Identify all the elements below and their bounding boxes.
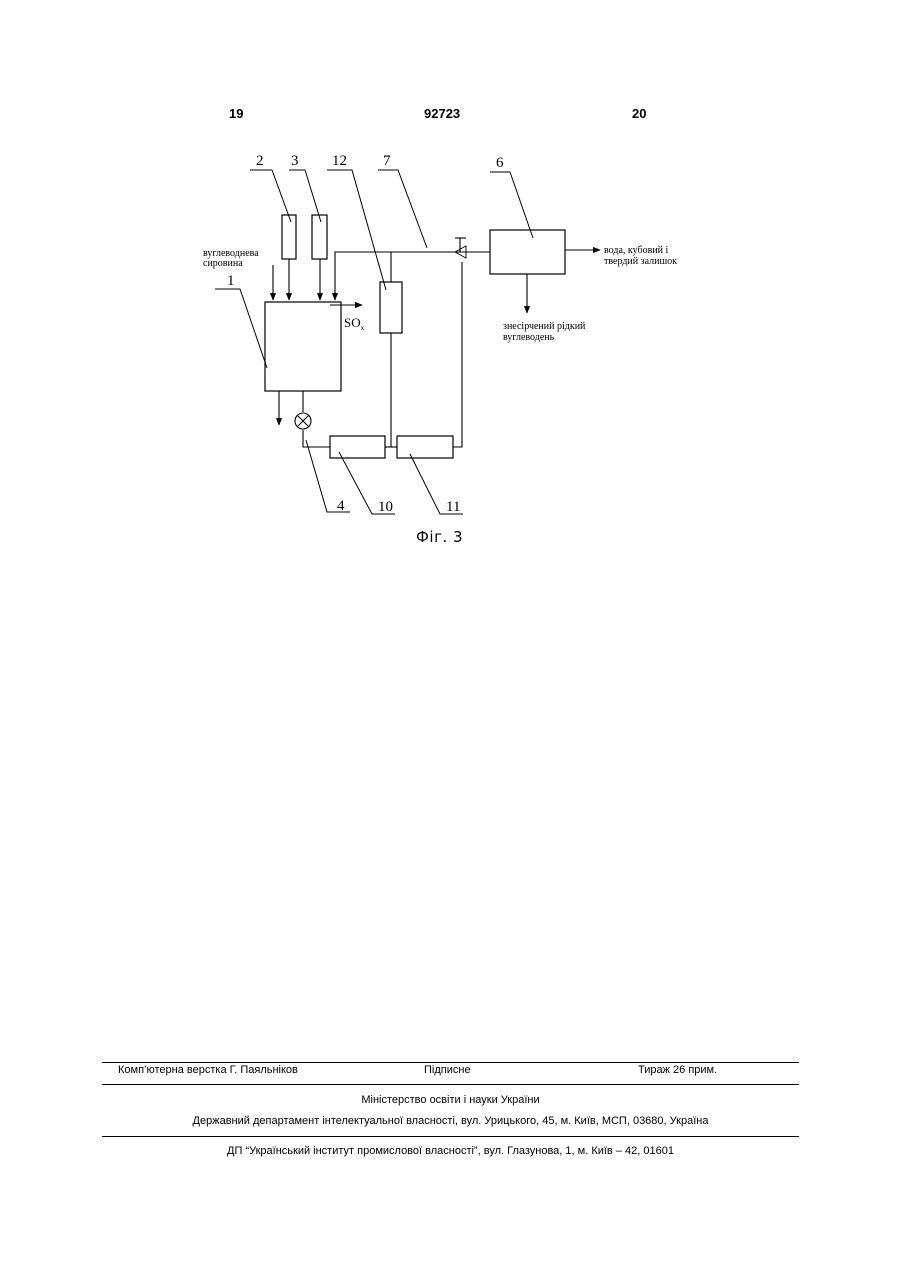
layout-credit: Комп’ютерна верстка Г. Паяльніков — [118, 1064, 298, 1076]
output-down-line2: вуглеводень — [503, 332, 555, 343]
callout-2: 2 — [256, 153, 264, 169]
reactor-1 — [265, 302, 341, 391]
callout-7: 7 — [383, 153, 391, 169]
footer-rule-middle — [102, 1084, 799, 1085]
callout-3: 3 — [291, 153, 299, 169]
footer-rule-top — [102, 1062, 799, 1063]
signed-label: Підписне — [424, 1064, 471, 1076]
sox-main: SO — [344, 315, 361, 330]
output-down-line1: знесірчений рідкий — [503, 321, 586, 332]
callout-11: 11 — [446, 499, 460, 515]
sox-label: SOx — [344, 315, 365, 332]
callout-10: 10 — [378, 499, 393, 515]
department-line: Державний департамент інтелектуальної вл… — [102, 1115, 799, 1127]
circulation-label: Тираж 26 прим. — [638, 1064, 717, 1076]
process-flow-diagram: 1 2 3 12 7 6 4 10 11 вуглеводнева сирови… — [0, 0, 901, 560]
callout-leaders — [215, 170, 533, 514]
unit-12 — [380, 282, 402, 333]
separator-6 — [490, 230, 565, 274]
unit-11 — [397, 436, 453, 458]
dosing-vessel-3 — [312, 215, 327, 259]
footer-rule-bottom — [102, 1136, 799, 1137]
feed-label-line2: сировина — [203, 258, 243, 269]
callout-6: 6 — [496, 155, 504, 171]
output-right-line2: твердий залишок — [604, 256, 677, 267]
ministry-line: Міністерство освіти і науки України — [102, 1094, 799, 1106]
callout-12: 12 — [332, 153, 347, 169]
unit-10 — [330, 436, 385, 458]
sox-subscript: x — [361, 324, 365, 332]
callout-1: 1 — [227, 273, 235, 289]
pump-4-icon — [295, 413, 311, 429]
institute-line: ДП “Український інститут промислової вла… — [102, 1145, 799, 1157]
figure-caption: Фіг. 3 — [416, 528, 463, 546]
callout-4: 4 — [337, 498, 345, 514]
output-right-line1: вода, кубовий і — [604, 245, 668, 256]
dosing-vessel-2 — [282, 215, 296, 259]
